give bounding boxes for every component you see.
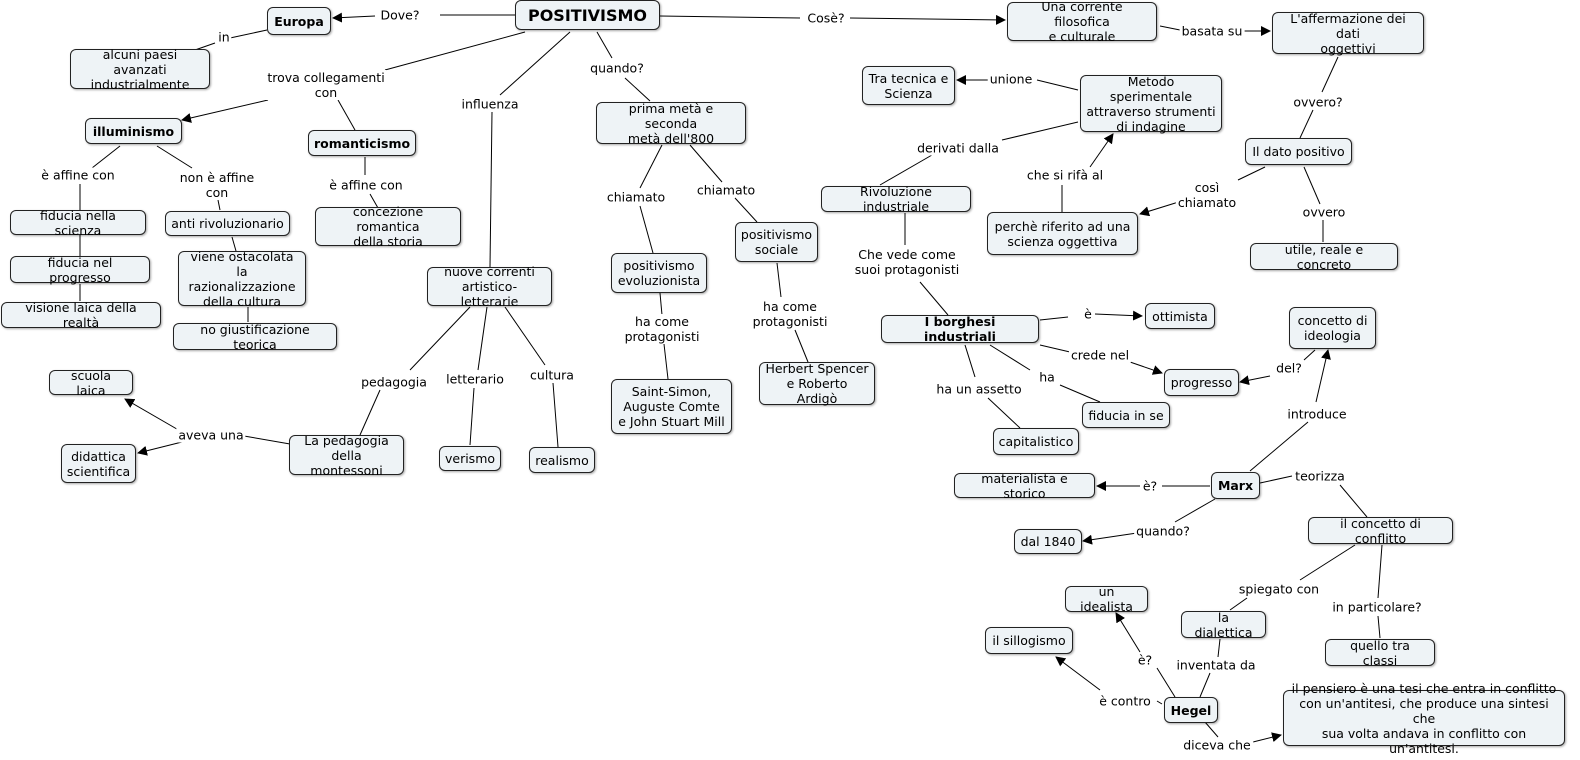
node-prima[interactable]: prima metà e seconda metà dell'800: [596, 101, 746, 146]
node-tra[interactable]: Tra tecnica e Scienza: [862, 66, 955, 105]
node-progresso[interactable]: progresso: [1164, 369, 1239, 396]
node-conflitto[interactable]: il concetto di conflitto: [1308, 516, 1453, 546]
node-affermazione[interactable]: L'affermazione dei dati oggettivi: [1272, 11, 1424, 56]
node-corrente[interactable]: Una corrente filosofica e culturale: [1007, 0, 1157, 44]
node-capitalistico[interactable]: capitalistico: [993, 428, 1079, 455]
node-romanticismo[interactable]: romanticismo: [308, 130, 416, 156]
link-label-e-q2: è?: [1135, 652, 1155, 668]
link-label-contro: è contro: [1097, 693, 1153, 709]
node-scuola[interactable]: scuola laica: [49, 368, 133, 398]
link-label-letterario: letterario: [444, 371, 506, 387]
node-idealista[interactable]: un idealista: [1065, 584, 1148, 614]
node-dialettica[interactable]: la dialettica: [1181, 610, 1266, 640]
link-label-dove: Dove?: [378, 7, 422, 23]
link-label-quando2: quando?: [1134, 523, 1192, 539]
link-label-trova: trova collegamenti con: [265, 70, 387, 100]
node-herbert[interactable]: Herbert Spencer e Roberto Ardigò: [759, 361, 875, 406]
node-verismo[interactable]: verismo: [439, 446, 501, 471]
link-label-e: è: [1082, 306, 1094, 322]
node-didattica[interactable]: didattica scientifica: [61, 444, 136, 483]
node-pos-evol[interactable]: positivismo evoluzionista: [611, 253, 707, 293]
node-viene[interactable]: viene ostacolata la razionalizzazione de…: [178, 249, 306, 309]
node-realismo[interactable]: realismo: [529, 447, 595, 473]
node-utile[interactable]: utile, reale e concreto: [1250, 242, 1398, 272]
node-pedagogia-montessoni[interactable]: La pedagogia della montessoni: [289, 433, 404, 478]
node-paesi[interactable]: alcuni paesi avanzati industrialmente: [70, 47, 210, 92]
node-classi[interactable]: quello tra classi: [1325, 638, 1435, 668]
node-nuove[interactable]: nuove correnti artistico-letterarie: [427, 264, 552, 309]
link-label-basata: basata su: [1179, 23, 1245, 39]
link-label-derivati: derivati dalla: [915, 140, 1001, 156]
link-label-ovvero1: ovvero?: [1291, 94, 1345, 110]
link-label-cultura: cultura: [528, 367, 576, 383]
node-saint[interactable]: Saint-Simon, Auguste Comte e John Stuart…: [611, 379, 732, 434]
link-label-inventata: inventata da: [1174, 657, 1258, 673]
node-fiducia-se[interactable]: fiducia in se: [1082, 402, 1170, 428]
link-label-non-affine: non è affine con: [177, 170, 257, 200]
node-fiducia-scienza[interactable]: fiducia nella scienza: [10, 208, 146, 238]
node-fiducia-progresso[interactable]: fiducia nel progresso: [10, 255, 150, 285]
node-metodo[interactable]: Metodo sperimentale attraverso strumenti…: [1080, 74, 1222, 134]
link-label-chiamato1: chiamato: [604, 189, 668, 205]
link-label-cosi: così chiamato: [1175, 180, 1239, 210]
link-label-rifa: che si rifà al: [1024, 167, 1106, 183]
node-marx[interactable]: Marx: [1211, 472, 1260, 499]
node-materialista[interactable]: materialista e storico: [954, 471, 1095, 501]
node-pensiero[interactable]: il pensiero è una tesi che entra in conf…: [1283, 681, 1565, 756]
node-anti[interactable]: anti rivoluzionario: [165, 211, 290, 236]
link-label-diceva: diceva che: [1181, 737, 1253, 753]
link-label-protag2: ha come protagonisti: [750, 299, 830, 329]
link-label-aveva: aveva una: [176, 427, 246, 443]
link-label-affine1: è affine con: [39, 167, 117, 183]
link-label-assetto: ha un assetto: [934, 381, 1024, 397]
node-dato[interactable]: Il dato positivo: [1245, 138, 1352, 165]
link-label-protag1: ha come protagonisti: [622, 314, 702, 344]
node-concezione[interactable]: concezione romantica della storia: [315, 204, 461, 249]
node-hegel[interactable]: Hegel: [1164, 697, 1218, 723]
link-label-unione: unione: [987, 71, 1035, 87]
link-label-ha: ha: [1037, 369, 1057, 385]
link-label-ovvero2: ovvero: [1300, 204, 1348, 220]
node-visione[interactable]: visione laica della realtà: [1, 300, 161, 330]
link-label-teorizza: teorizza: [1293, 468, 1347, 484]
node-pos-soc[interactable]: positivismo sociale: [735, 222, 818, 262]
link-label-pedagogia: pedagogia: [359, 374, 429, 390]
node-positivismo[interactable]: POSITIVISMO: [515, 0, 660, 30]
link-label-chiamato2: chiamato: [694, 182, 758, 198]
node-illuminismo[interactable]: illuminismo: [85, 118, 182, 144]
link-label-in: in: [216, 29, 232, 45]
node-sillogismo[interactable]: il sillogismo: [985, 627, 1073, 654]
node-europa[interactable]: Europa: [267, 7, 331, 35]
link-label-particolare: in particolare?: [1330, 599, 1424, 615]
node-ideologia[interactable]: concetto di ideologia: [1289, 307, 1376, 349]
node-rivoluzione[interactable]: Rivoluzione industriale: [821, 184, 971, 214]
node-perche[interactable]: perchè riferito ad una scienza oggettiva: [987, 212, 1138, 255]
link-label-affine2: è affine con: [327, 177, 405, 193]
node-dal1840[interactable]: dal 1840: [1014, 529, 1082, 554]
node-no-giust[interactable]: no giustificazione teorica: [173, 322, 337, 352]
link-label-influenza: influenza: [459, 96, 521, 112]
node-ottimista[interactable]: ottimista: [1145, 303, 1215, 329]
link-label-crede: crede nel: [1068, 347, 1132, 363]
link-label-che-vede: Che vede come suoi protagonisti: [852, 247, 962, 277]
link-label-introduce: introduce: [1285, 406, 1349, 422]
link-label-e-q: è?: [1140, 478, 1160, 494]
link-label-del: del?: [1274, 360, 1304, 376]
link-label-quando: quando?: [588, 60, 646, 76]
node-borghesi[interactable]: I borghesi industriali: [881, 314, 1039, 344]
link-label-spiegato: spiegato con: [1236, 581, 1322, 597]
link-label-cose: Cosè?: [805, 10, 847, 26]
